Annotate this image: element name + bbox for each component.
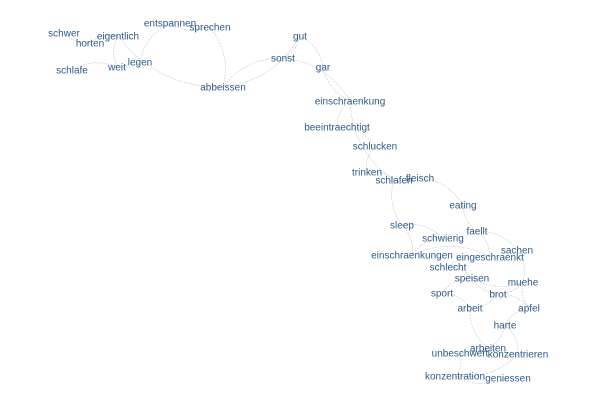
edge-faellt-eingeschraenkt xyxy=(476,230,491,258)
node-entspannen: entspannen xyxy=(144,19,196,30)
edge-legen-entspannen xyxy=(139,22,171,63)
edge-arbeit-arbeiten xyxy=(469,307,489,349)
edge-harte-arbeiten xyxy=(487,324,506,349)
edge-konzentration-geniessen xyxy=(454,375,509,384)
edge-konzentrieren-konzentration xyxy=(454,353,519,377)
node-konzentration: konzentration xyxy=(425,372,485,383)
edge-entspannen-sprechen xyxy=(169,22,211,31)
node-schwierig: schwierig xyxy=(422,234,464,245)
node-abbeissen: abbeissen xyxy=(200,83,246,94)
edge-einschraenkung-schlafen xyxy=(349,100,395,181)
edge-weit-legen xyxy=(116,61,141,69)
node-unbeschwert: unbeschwert xyxy=(432,349,489,360)
edge-schlafe-weit xyxy=(71,62,118,71)
edge-arbeit-brot xyxy=(469,293,499,309)
node-sonst: sonst xyxy=(271,54,295,65)
node-sport: sport xyxy=(431,289,453,300)
node-schwer: schwer xyxy=(48,29,80,40)
edge-muehe-apfel xyxy=(521,281,530,309)
node-gut: gut xyxy=(293,32,307,43)
node-arbeit: arbeit xyxy=(457,304,482,315)
edge-speisen-brot xyxy=(471,277,499,295)
node-eating: eating xyxy=(449,201,476,212)
edge-schlafen-fleisch xyxy=(393,177,421,183)
edge-sport-arbeit xyxy=(441,292,471,309)
node-muehe: muehe xyxy=(508,278,539,289)
edge-horten-eigentlich xyxy=(89,34,119,44)
node-eigentlich: eigentlich xyxy=(97,32,139,43)
node-einschraenkung: einschraenkung xyxy=(315,97,386,108)
edge-sachen-muehe xyxy=(516,249,525,283)
edge-abbeissen-sonst xyxy=(222,57,284,88)
node-eingeschraenkt: eingeschraenkt xyxy=(456,253,524,264)
edge-einschraenkungen-eingeschraenkt xyxy=(411,245,491,258)
edge-gut-abbeissen xyxy=(222,35,301,88)
node-sachen: sachen xyxy=(501,246,533,257)
node-einschraenkungen: einschraenkungen xyxy=(371,251,453,262)
node-schlecht: schlecht xyxy=(430,263,467,274)
edge-unbeschwert-konzentration xyxy=(454,352,462,377)
edge-schlucken-trinken xyxy=(366,145,376,173)
edge-faellt-sachen xyxy=(476,230,518,251)
edge-fleisch-eating xyxy=(419,177,464,206)
edge-schlafen-sleep xyxy=(391,179,403,226)
node-brot: brot xyxy=(489,290,506,301)
edge-sleep-einschraenkungen xyxy=(401,224,413,256)
edge-schlecht-speisen xyxy=(447,266,473,279)
node-schlucken: schlucken xyxy=(353,142,397,153)
node-beeintraechtigt: beeintraechtigt xyxy=(304,123,370,134)
edge-harte-konzentrieren xyxy=(504,324,519,355)
node-schlafe: schlafe xyxy=(56,66,88,77)
node-harte: harte xyxy=(494,321,517,332)
node-schlafen: schlafen xyxy=(375,176,412,187)
edge-einschraenkung-beeintraechtigt xyxy=(336,100,351,128)
edge-sprechen-abbeissen xyxy=(209,26,226,88)
edge-speisen-muehe xyxy=(471,277,524,287)
edge-speisen-sport xyxy=(441,277,473,294)
edge-apfel-harte xyxy=(504,307,530,326)
node-arbeiten: arbeiten xyxy=(470,344,506,355)
edge-eating-faellt xyxy=(462,204,478,232)
node-sprechen: sprechen xyxy=(189,23,230,34)
edge-sleep-schwierig xyxy=(401,224,444,239)
edge-arbeiten-konzentrieren xyxy=(487,347,519,356)
edge-eigentlich-weit xyxy=(113,35,119,68)
node-geniessen: geniessen xyxy=(485,374,531,385)
node-faellt: faellt xyxy=(466,227,487,238)
edge-eigentlich-abbeissen xyxy=(117,35,224,88)
node-trinken: trinken xyxy=(352,168,382,179)
node-sleep: sleep xyxy=(390,221,414,232)
edge-eingeschraenkt-schlecht xyxy=(447,255,491,268)
node-konzentrieren: konzentrieren xyxy=(488,350,549,361)
node-apfel: apfel xyxy=(518,304,540,315)
node-speisen: speisen xyxy=(455,274,489,285)
node-fleisch: fleisch xyxy=(406,174,434,185)
edge-beeintraechtigt-schlucken xyxy=(336,126,376,147)
edge-schwierig-einschraenkungen xyxy=(411,237,444,256)
edge-gar-einschraenkung xyxy=(322,66,351,102)
edge-gut-gar xyxy=(299,35,324,68)
node-horten: horten xyxy=(76,39,104,50)
node-gar: gar xyxy=(316,63,331,74)
node-weit: weit xyxy=(107,63,126,74)
node-legen: legen xyxy=(128,58,152,69)
